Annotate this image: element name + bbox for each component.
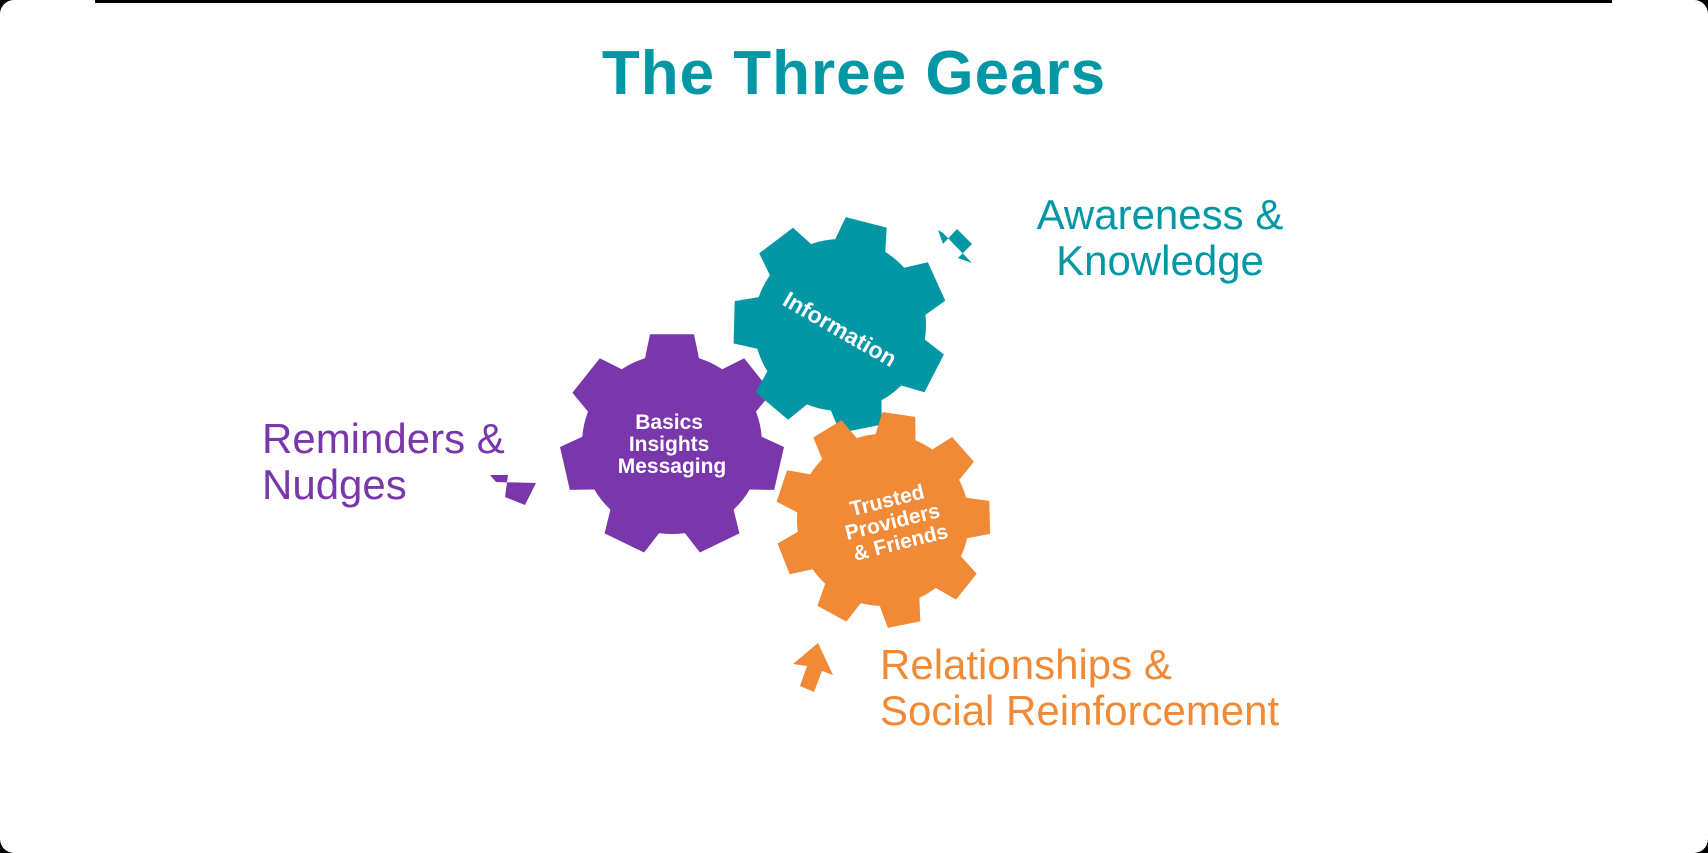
awareness-label: Awareness & Knowledge — [1036, 191, 1284, 284]
arrow-awareness-icon — [938, 229, 972, 263]
trusted-gear: Trusted Providers & Friends — [776, 412, 991, 628]
page-title: The Three Gears — [601, 39, 1107, 108]
basics-gear-label: Basics Insights Messaging — [618, 411, 727, 478]
basics-gear: Basics Insights Messaging — [560, 334, 784, 553]
basics-line-2: Insights — [629, 433, 710, 456]
information-gear-shape — [733, 217, 946, 433]
basics-line-1: Basics — [635, 411, 703, 434]
trusted-gear-shape — [776, 412, 991, 628]
top-border — [0, 0, 1708, 3]
arrow-reminders-icon — [490, 475, 536, 505]
arrow-relationships-icon — [793, 643, 833, 692]
relationships-label: Relationships & Social Reinforcement — [880, 641, 1280, 734]
basics-gear-shape — [560, 334, 784, 553]
reminders-label: Reminders & Nudges — [262, 415, 505, 508]
information-gear: Information — [733, 217, 946, 433]
basics-line-3: Messaging — [618, 455, 727, 478]
